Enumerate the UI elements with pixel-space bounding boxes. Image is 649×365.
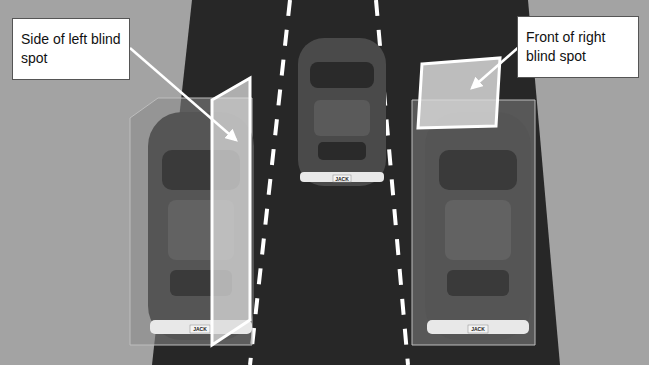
blind-spot-front-plane xyxy=(418,58,500,128)
lane-marking xyxy=(250,0,290,365)
callout-text: Front of right blind spot xyxy=(526,28,630,66)
license-plate-text: JACK xyxy=(471,326,485,332)
road xyxy=(152,0,560,365)
blind-spot-side-plane xyxy=(212,78,250,345)
right-blind-spot-zone xyxy=(412,100,535,345)
callout-box: Side of left blind spot xyxy=(12,18,130,80)
leader-arrow xyxy=(472,46,520,88)
leader-arrow xyxy=(130,48,236,140)
callout-text: Side of left blind spot xyxy=(21,30,121,68)
car xyxy=(298,38,386,186)
car xyxy=(425,112,531,340)
license-plate-text: JACK xyxy=(335,176,349,182)
license-plate-text: JACK xyxy=(193,326,207,332)
callout-box: Front of right blind spot xyxy=(517,16,639,78)
